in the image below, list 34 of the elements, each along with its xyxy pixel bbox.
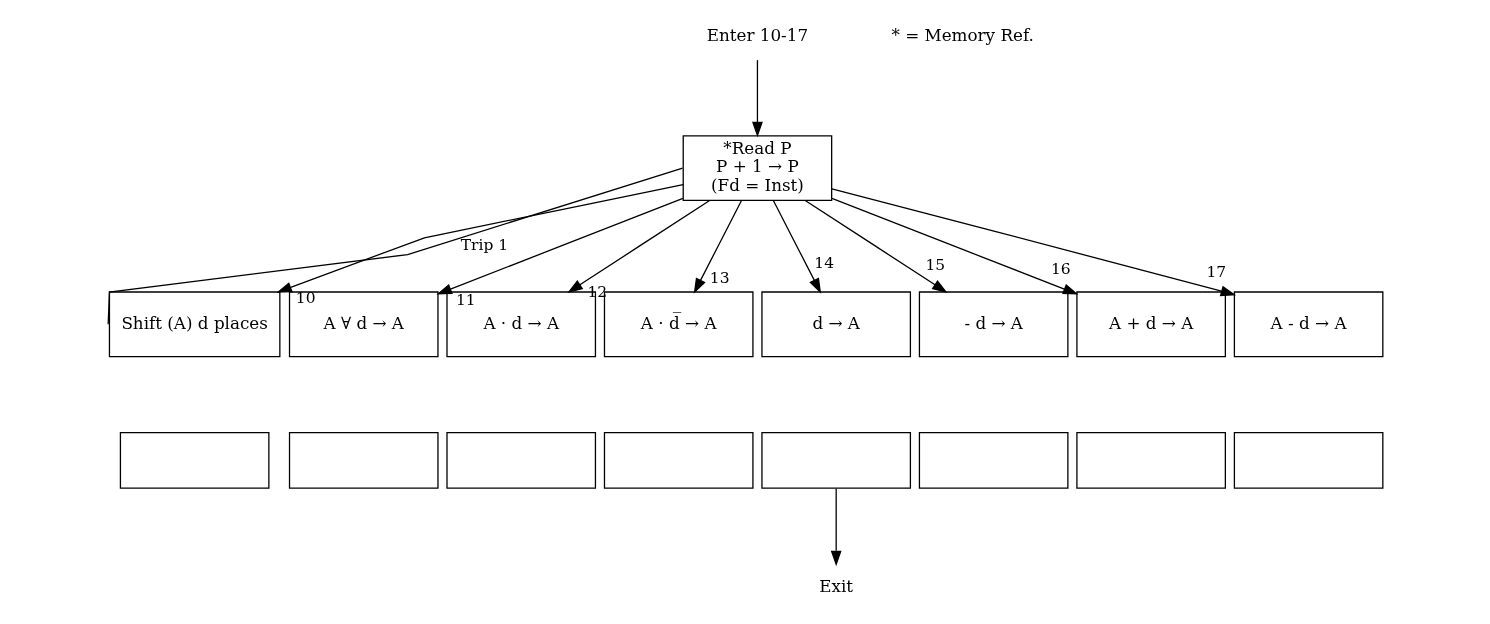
node-box [445, 432, 596, 489]
node-box: Shift (A) d places [108, 291, 280, 358]
arrow [693, 199, 742, 294]
node-box: d → A [760, 291, 911, 358]
node-box [918, 432, 1069, 489]
connector [107, 167, 683, 325]
node-box [288, 432, 439, 489]
node-box: *Read P P + 1 → P (Fd = Inst) [682, 135, 832, 201]
node-box [760, 432, 911, 489]
arrow [830, 188, 1236, 297]
node-box [1075, 432, 1226, 489]
node-box [603, 432, 754, 489]
edge-label: 14 [813, 253, 834, 272]
node-text: Enter 10-17 [706, 24, 808, 45]
arrow [804, 199, 948, 293]
edge-label: 10 [295, 289, 316, 308]
label: * = Memory Ref. [890, 24, 1034, 45]
arrow [772, 199, 821, 294]
node-box: A - d → A [1233, 291, 1383, 358]
node-box: - d → A [918, 291, 1069, 358]
edge-label: 13 [709, 268, 730, 287]
arrow [830, 488, 842, 567]
edge-label: 15 [924, 255, 945, 274]
edge-label: 11 [455, 290, 476, 309]
node-text: Exit [818, 575, 853, 596]
edge-label: Trip 1 [460, 236, 508, 255]
edge-label: 17 [1205, 262, 1226, 281]
arrow [830, 197, 1078, 295]
arrow [566, 199, 710, 293]
node-box: A + d → A [1075, 291, 1226, 358]
edge-label: 16 [1050, 260, 1071, 279]
arrow [751, 59, 763, 138]
node-box [1233, 432, 1383, 489]
node-box [119, 432, 269, 489]
